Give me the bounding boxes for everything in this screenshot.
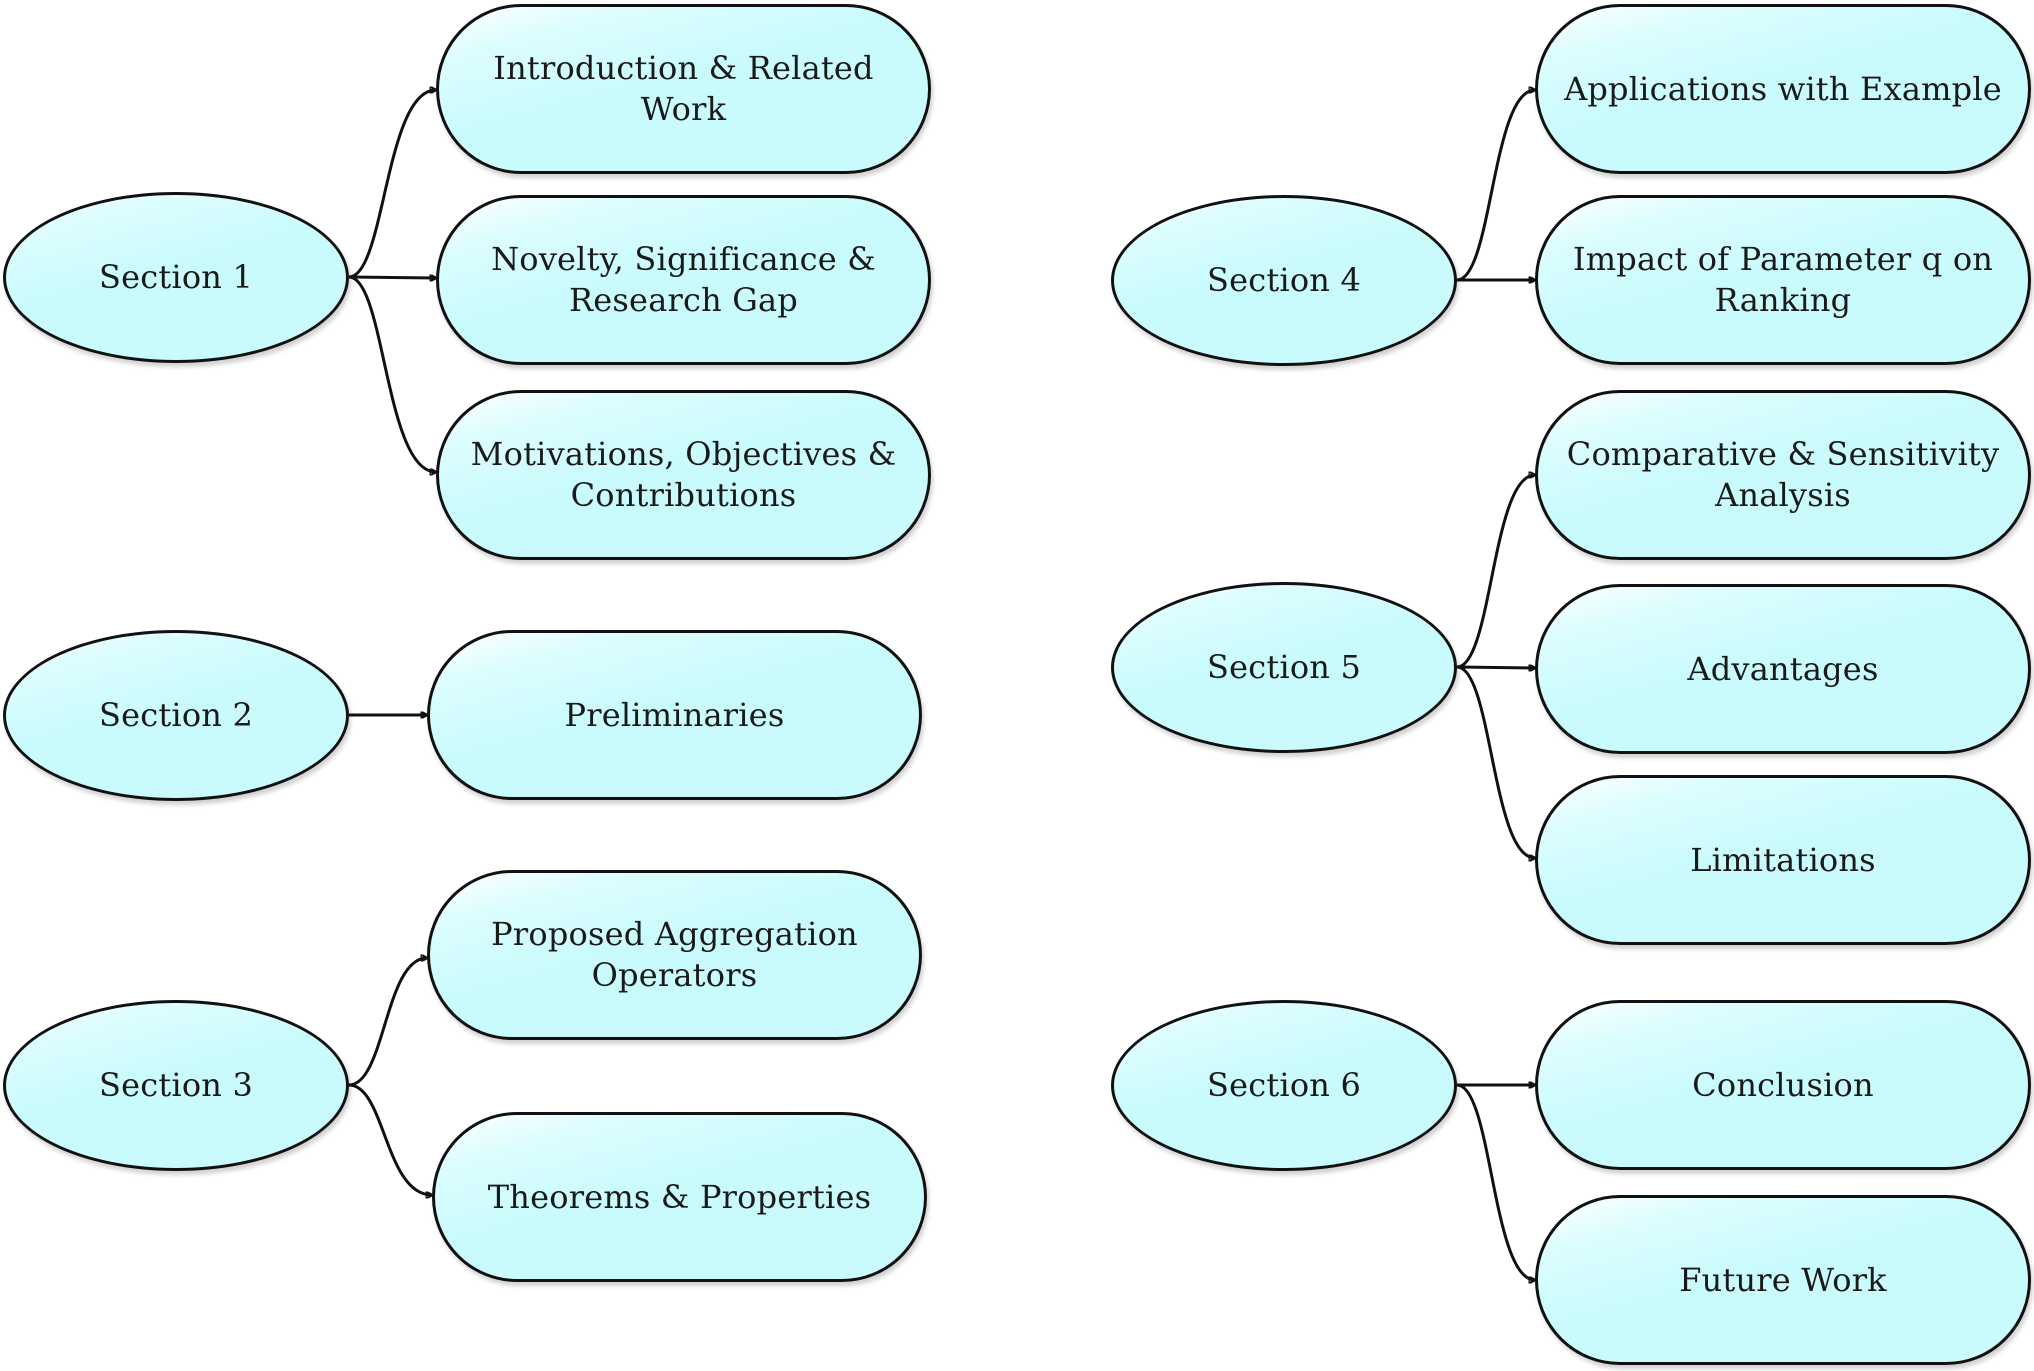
advantages-label: Advantages — [1687, 649, 1879, 688]
motivations-objectives-contributions-label: Motivations, Objectives & Contributions — [470, 435, 897, 514]
motivations-objectives-contributions-box: Motivations, Objectives & Contributions — [436, 390, 931, 560]
section-6-node: Section 6 — [1111, 1000, 1457, 1171]
novelty-significance-research-gap-box: Novelty, Significance & Research Gap — [436, 195, 931, 365]
section-2-node: Section 2 — [3, 630, 349, 801]
future-work-label: Future Work — [1679, 1260, 1887, 1299]
section-5-to-comparative-sensitivity-analysis-arrow — [1456, 475, 1535, 669]
preliminaries-box: Preliminaries — [427, 630, 922, 800]
section-3-to-proposed-aggregation-operators-arrow — [348, 958, 427, 1087]
section-5-to-advantages-arrow — [1456, 667, 1535, 668]
section-1-to-motivations-objectives-contributions-arrow — [348, 275, 436, 472]
section-3-label: Section 3 — [98, 1066, 254, 1104]
comparative-sensitivity-analysis-box: Comparative & Sensitivity Analysis — [1535, 390, 2031, 560]
proposed-aggregation-operators-label: Proposed Aggregation Operators — [491, 915, 858, 994]
section-1-node: Section 1 — [3, 192, 349, 363]
section-4-node: Section 4 — [1111, 195, 1457, 366]
applications-with-example-box: Applications with Example — [1535, 4, 2031, 174]
theorems-properties-box: Theorems & Properties — [432, 1112, 927, 1282]
section-6-to-future-work-arrow — [1456, 1083, 1535, 1280]
impact-of-parameter-q-label: Impact of Parameter q on Ranking — [1572, 240, 1994, 319]
section-2-label: Section 2 — [98, 696, 254, 734]
section-3-to-theorems-properties-arrow — [348, 1083, 432, 1195]
preliminaries-label: Preliminaries — [564, 695, 785, 734]
section-5-to-limitations-arrow — [1456, 665, 1535, 858]
section-1-to-introduction-related-work-arrow — [348, 90, 436, 279]
limitations-label: Limitations — [1690, 840, 1876, 879]
introduction-related-work-box: Introduction & Related Work — [436, 4, 931, 174]
conclusion-label: Conclusion — [1692, 1065, 1874, 1104]
introduction-related-work-label: Introduction & Related Work — [493, 49, 874, 128]
novelty-significance-research-gap-label: Novelty, Significance & Research Gap — [491, 240, 876, 319]
future-work-box: Future Work — [1535, 1195, 2031, 1365]
section-6-label: Section 6 — [1206, 1066, 1362, 1104]
section-4-label: Section 4 — [1206, 261, 1362, 299]
limitations-box: Limitations — [1535, 775, 2031, 945]
section-1-to-novelty-significance-research-gap-arrow — [348, 277, 436, 278]
advantages-box: Advantages — [1535, 584, 2031, 754]
section-3-node: Section 3 — [3, 1000, 349, 1171]
proposed-aggregation-operators-box: Proposed Aggregation Operators — [427, 870, 922, 1040]
theorems-properties-label: Theorems & Properties — [487, 1177, 872, 1216]
comparative-sensitivity-analysis-label: Comparative & Sensitivity Analysis — [1566, 435, 2000, 514]
section-5-node: Section 5 — [1111, 582, 1457, 753]
section-4-to-applications-with-example-arrow — [1456, 90, 1535, 282]
impact-of-parameter-q-box: Impact of Parameter q on Ranking — [1535, 195, 2031, 365]
conclusion-box: Conclusion — [1535, 1000, 2031, 1170]
section-5-label: Section 5 — [1206, 648, 1362, 686]
applications-with-example-label: Applications with Example — [1564, 69, 2002, 108]
section-1-label: Section 1 — [98, 258, 254, 296]
